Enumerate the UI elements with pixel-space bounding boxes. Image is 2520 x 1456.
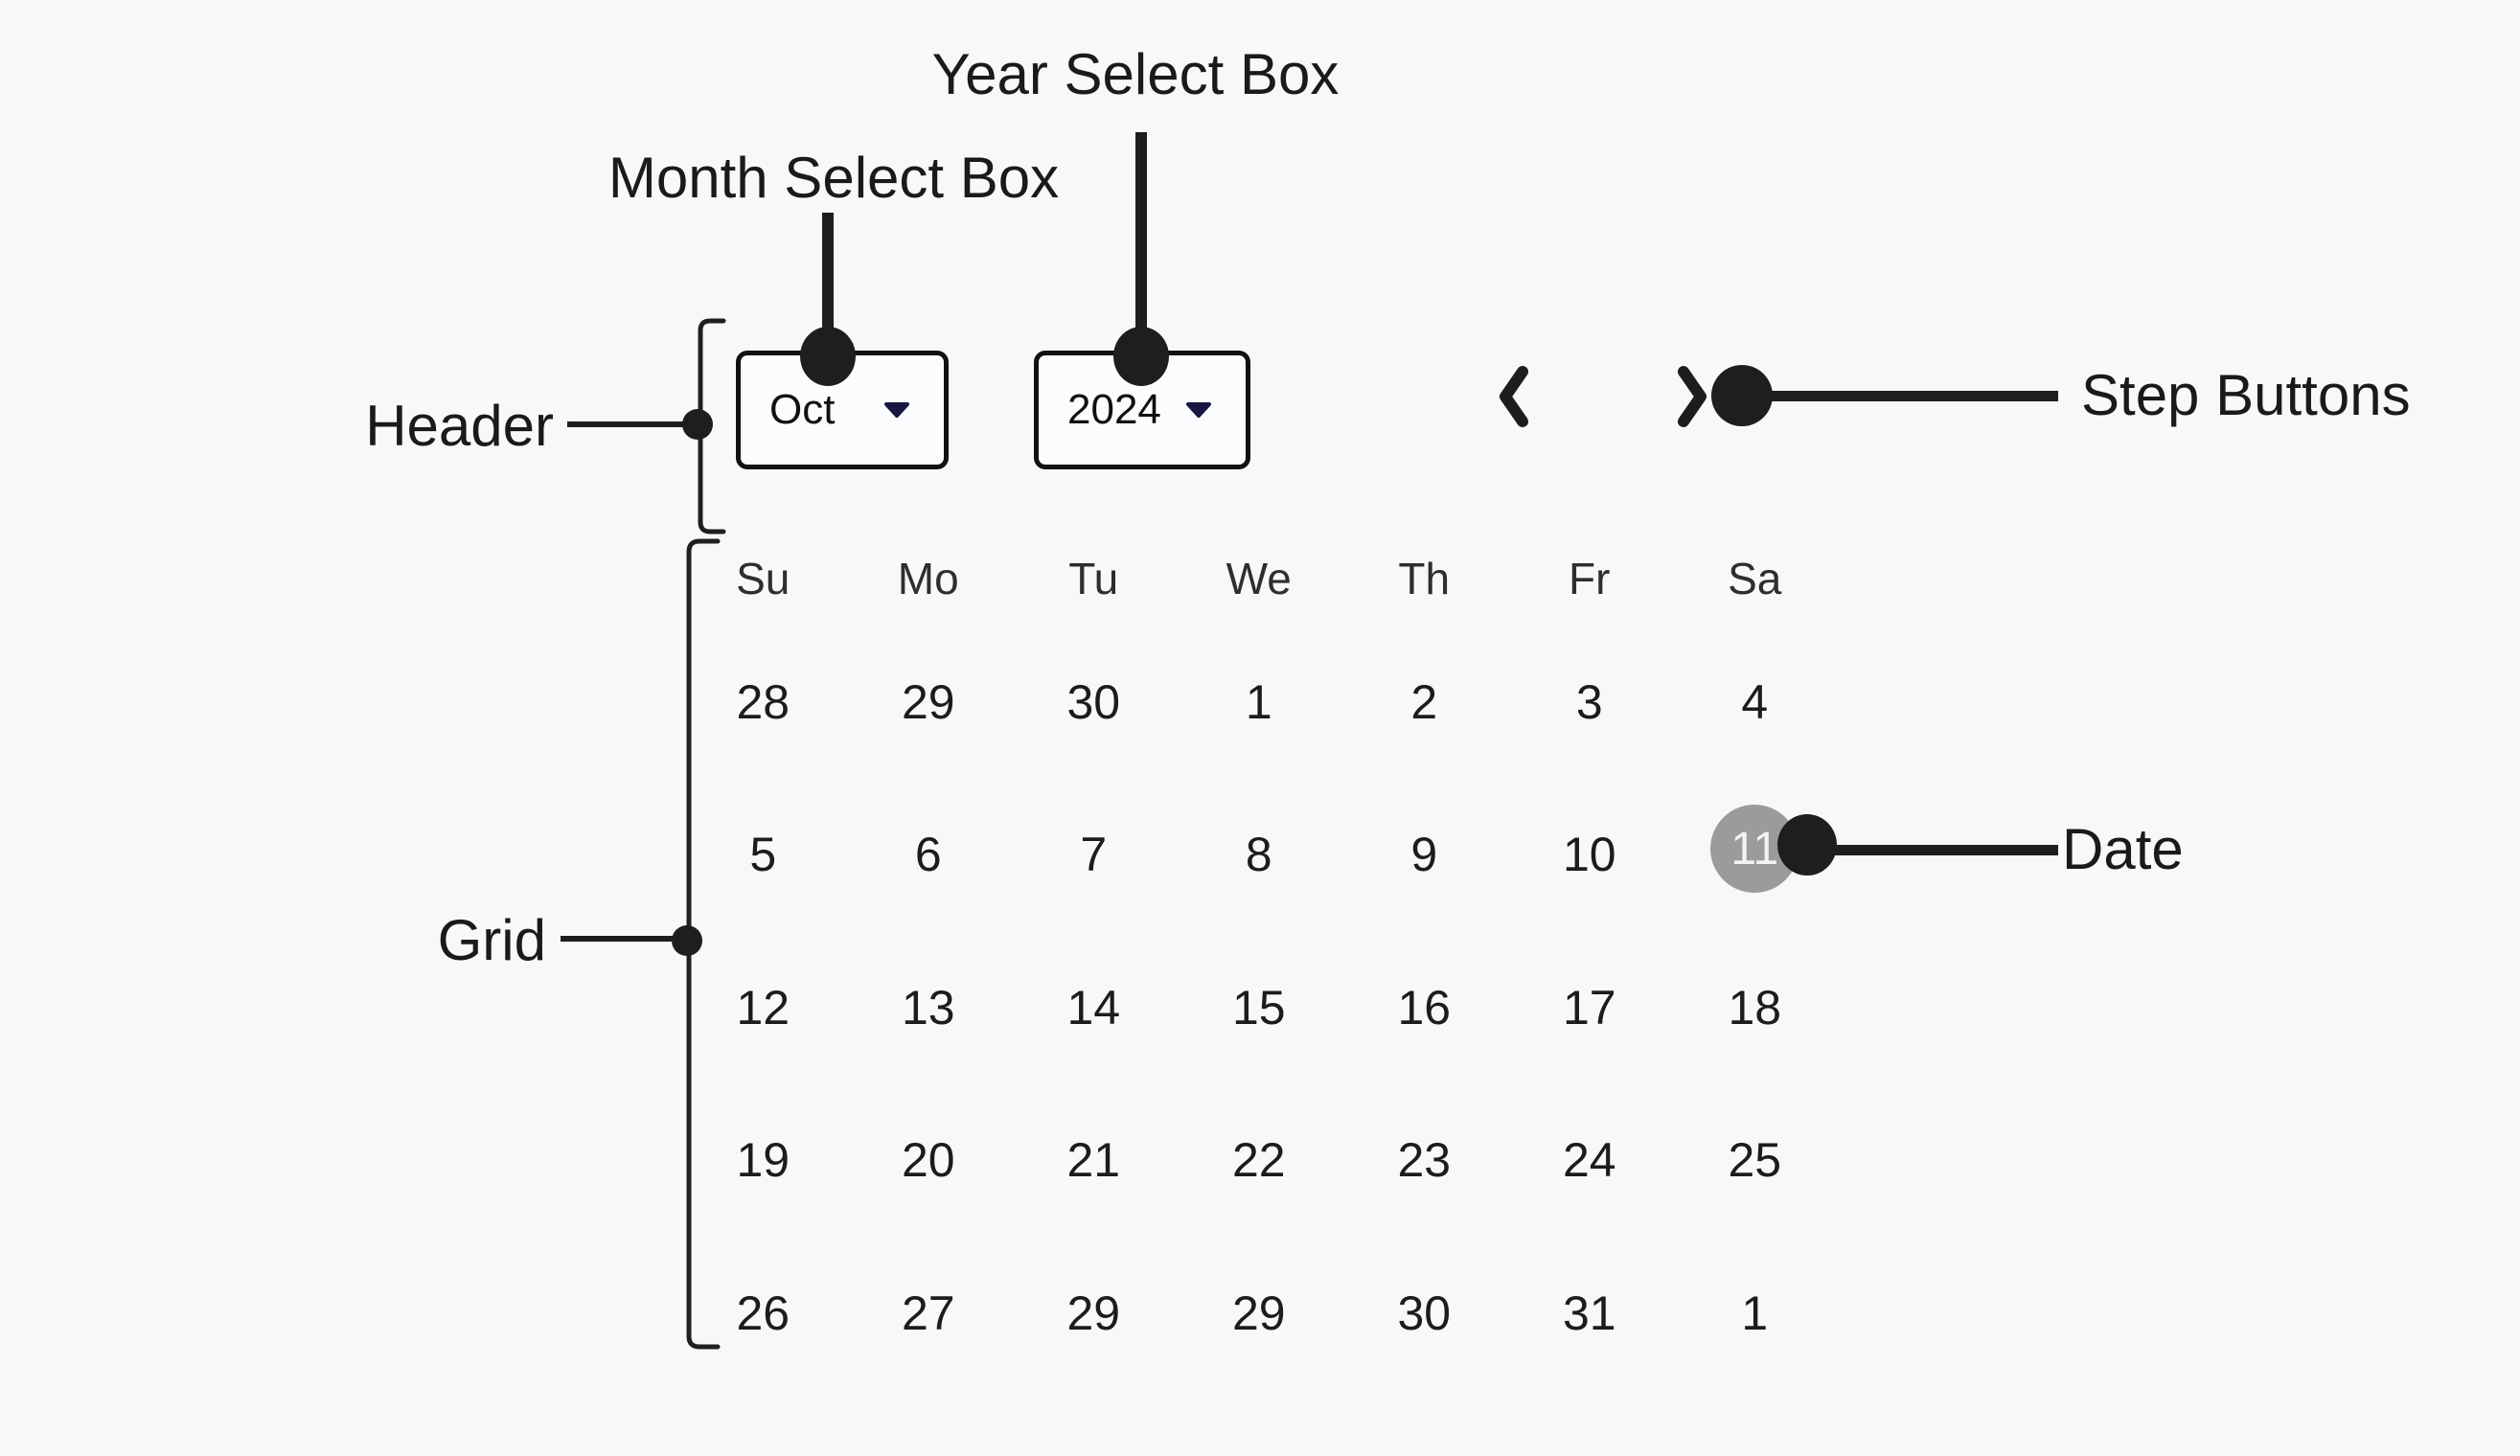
day-cell[interactable]: 7	[1080, 828, 1108, 882]
day-cell[interactable]: 21	[1066, 1133, 1121, 1188]
step-buttons-connector-line	[1742, 391, 2058, 401]
day-cell[interactable]: 27	[901, 1285, 955, 1340]
month-select-value: Oct	[769, 386, 836, 433]
weekday-header: Sa	[1728, 553, 1782, 603]
date-annotation: Date	[2062, 817, 2184, 881]
day-cell[interactable]: 29	[1066, 1285, 1121, 1340]
weekday-header: Fr	[1569, 553, 1611, 603]
day-cell[interactable]: 8	[1245, 828, 1272, 882]
day-cell[interactable]: 31	[1562, 1285, 1616, 1340]
day-cell[interactable]: 29	[901, 674, 955, 729]
day-cell[interactable]: 30	[1066, 674, 1121, 729]
weekday-header: Th	[1398, 553, 1451, 603]
day-cell[interactable]: 18	[1728, 980, 1782, 1035]
year-select-annotation: Year Select Box	[931, 42, 1340, 106]
day-cell[interactable]: 25	[1728, 1133, 1782, 1188]
month-connector-dot	[800, 327, 856, 386]
day-cell[interactable]: 29	[1231, 1285, 1286, 1340]
weekday-header: Tu	[1068, 553, 1119, 603]
day-cell[interactable]: 9	[1410, 828, 1438, 882]
caret-down-icon	[1186, 402, 1211, 418]
day-cell[interactable]: 14	[1066, 980, 1121, 1035]
date-connector-line	[1807, 845, 2058, 855]
day-cell[interactable]: 17	[1562, 980, 1616, 1035]
day-cell[interactable]: 4	[1741, 674, 1769, 729]
day-cell[interactable]: 12	[736, 980, 790, 1035]
caret-down-icon	[884, 402, 909, 418]
prev-step-button[interactable]	[1493, 363, 1535, 430]
weekday-header: Mo	[897, 553, 959, 603]
day-cell[interactable]: 2	[1410, 674, 1438, 729]
header-connector-line	[567, 421, 699, 427]
grid-connector-dot	[672, 925, 702, 956]
header-connector-dot	[682, 409, 713, 440]
day-cell[interactable]: 13	[901, 980, 955, 1035]
step-buttons-annotation: Step Buttons	[2081, 363, 2411, 427]
header-annotation: Header	[365, 394, 554, 458]
year-select-value: 2024	[1067, 386, 1161, 433]
day-cell[interactable]: 15	[1231, 980, 1286, 1035]
day-cell[interactable]: 6	[914, 828, 942, 882]
date-connector-dot	[1777, 814, 1837, 876]
day-cell[interactable]: 30	[1397, 1285, 1452, 1340]
weekday-header: We	[1226, 553, 1292, 603]
day-cell[interactable]: 20	[901, 1133, 955, 1188]
step-buttons-connector-dot	[1711, 365, 1773, 426]
month-select-annotation: Month Select Box	[607, 146, 1060, 210]
day-cell[interactable]: 19	[736, 1133, 790, 1188]
day-cell[interactable]: 28	[736, 674, 790, 729]
day-cell[interactable]: 1	[1741, 1285, 1769, 1340]
day-cell[interactable]: 23	[1397, 1133, 1452, 1188]
day-cell[interactable]: 10	[1562, 828, 1616, 882]
day-cell[interactable]: 26	[736, 1285, 790, 1340]
grid-connector-line	[561, 936, 689, 942]
day-cell[interactable]: 1	[1245, 674, 1272, 729]
day-cell[interactable]: 24	[1562, 1133, 1616, 1188]
day-cell[interactable]: 22	[1231, 1133, 1286, 1188]
day-cell[interactable]: 16	[1397, 980, 1452, 1035]
day-cell[interactable]: 3	[1575, 674, 1603, 729]
year-connector-dot	[1113, 327, 1169, 386]
grid-annotation: Grid	[437, 908, 546, 972]
day-cell[interactable]: 5	[749, 828, 777, 882]
chevron-left-icon	[1500, 366, 1528, 427]
month-connector-line	[822, 213, 834, 337]
year-connector-line	[1135, 132, 1147, 338]
weekday-header: Su	[736, 553, 790, 603]
chevron-right-icon	[1678, 366, 1707, 427]
next-step-button[interactable]	[1671, 363, 1713, 430]
